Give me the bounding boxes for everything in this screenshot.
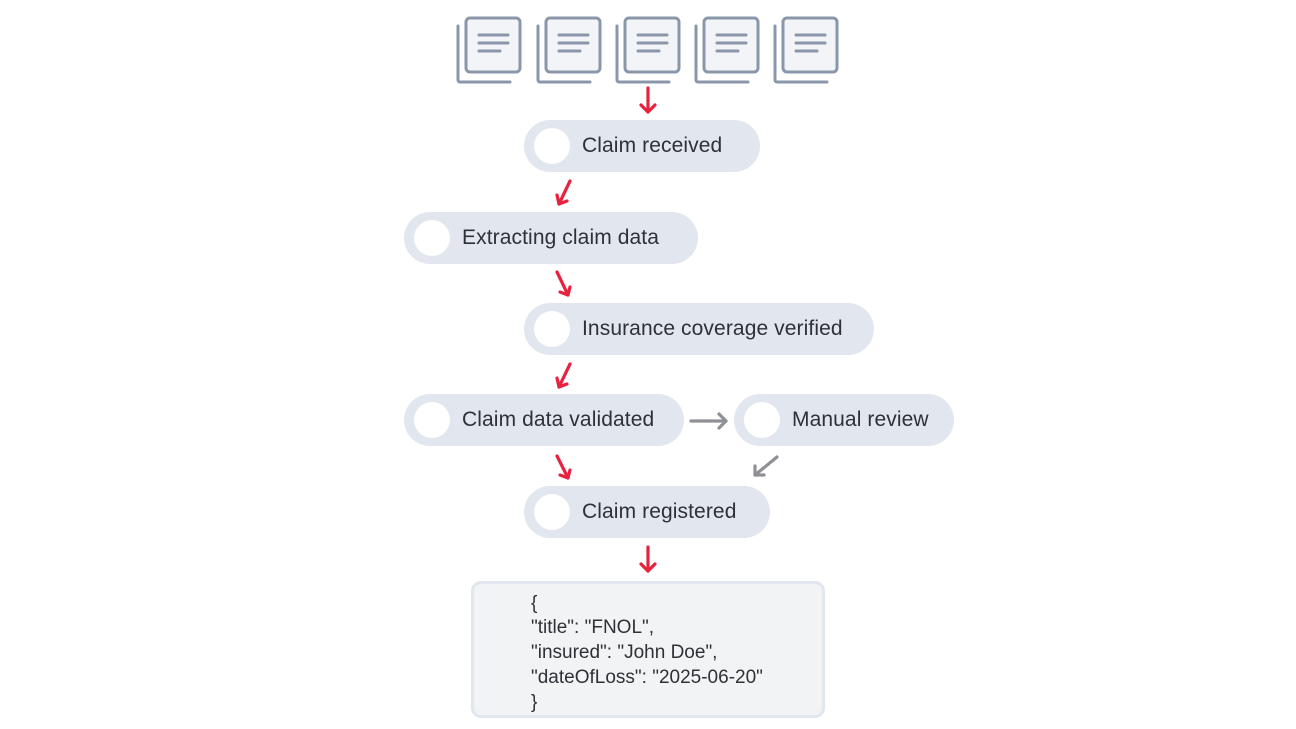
arrow-registered-to-output-icon <box>639 545 657 573</box>
status-circle-icon <box>534 494 570 530</box>
arrow-docs-to-received-icon <box>639 86 657 114</box>
status-circle-icon <box>414 220 450 256</box>
step-insurance-coverage-verified: Insurance coverage verified <box>524 303 874 355</box>
json-open-brace: { <box>531 593 538 614</box>
json-date-of-loss-line: "dateOfLoss": "2025-06-20" <box>531 667 763 688</box>
step-label: Claim received <box>582 134 723 157</box>
arrow-coverage-to-validated-icon <box>555 362 572 389</box>
arrow-validated-to-registered-icon <box>555 454 572 480</box>
document-stack-icon <box>615 16 681 84</box>
step-extracting-claim-data: Extracting claim data <box>404 212 698 264</box>
step-claim-data-validated: Claim data validated <box>404 394 684 446</box>
document-stack-icon <box>456 16 522 84</box>
step-manual-review: Manual review <box>734 394 954 446</box>
json-title-line: "title": "FNOL", <box>531 617 655 638</box>
document-stack-icon <box>694 16 760 84</box>
arrow-extracting-to-coverage-icon <box>555 270 572 297</box>
step-label: Claim registered <box>582 500 737 523</box>
json-output-card: { "title": "FNOL", "insured": "John Doe"… <box>471 581 825 718</box>
status-circle-icon <box>414 402 450 438</box>
arrow-validated-to-manual-icon <box>689 412 728 430</box>
arrow-manual-to-registered-icon <box>753 455 779 477</box>
json-close-brace: } <box>531 692 538 713</box>
step-label: Claim data validated <box>462 408 655 431</box>
document-stack-icon <box>536 16 602 84</box>
status-circle-icon <box>534 128 570 164</box>
step-label: Insurance coverage verified <box>582 317 843 340</box>
status-circle-icon <box>534 311 570 347</box>
step-claim-registered: Claim registered <box>524 486 770 538</box>
document-stack-icon <box>773 16 839 84</box>
status-circle-icon <box>744 402 780 438</box>
step-label: Extracting claim data <box>462 226 660 249</box>
json-insured-line: "insured": "John Doe", <box>531 642 718 663</box>
step-label: Manual review <box>792 408 929 431</box>
arrow-received-to-extracting-icon <box>555 179 572 206</box>
step-claim-received: Claim received <box>524 120 760 172</box>
